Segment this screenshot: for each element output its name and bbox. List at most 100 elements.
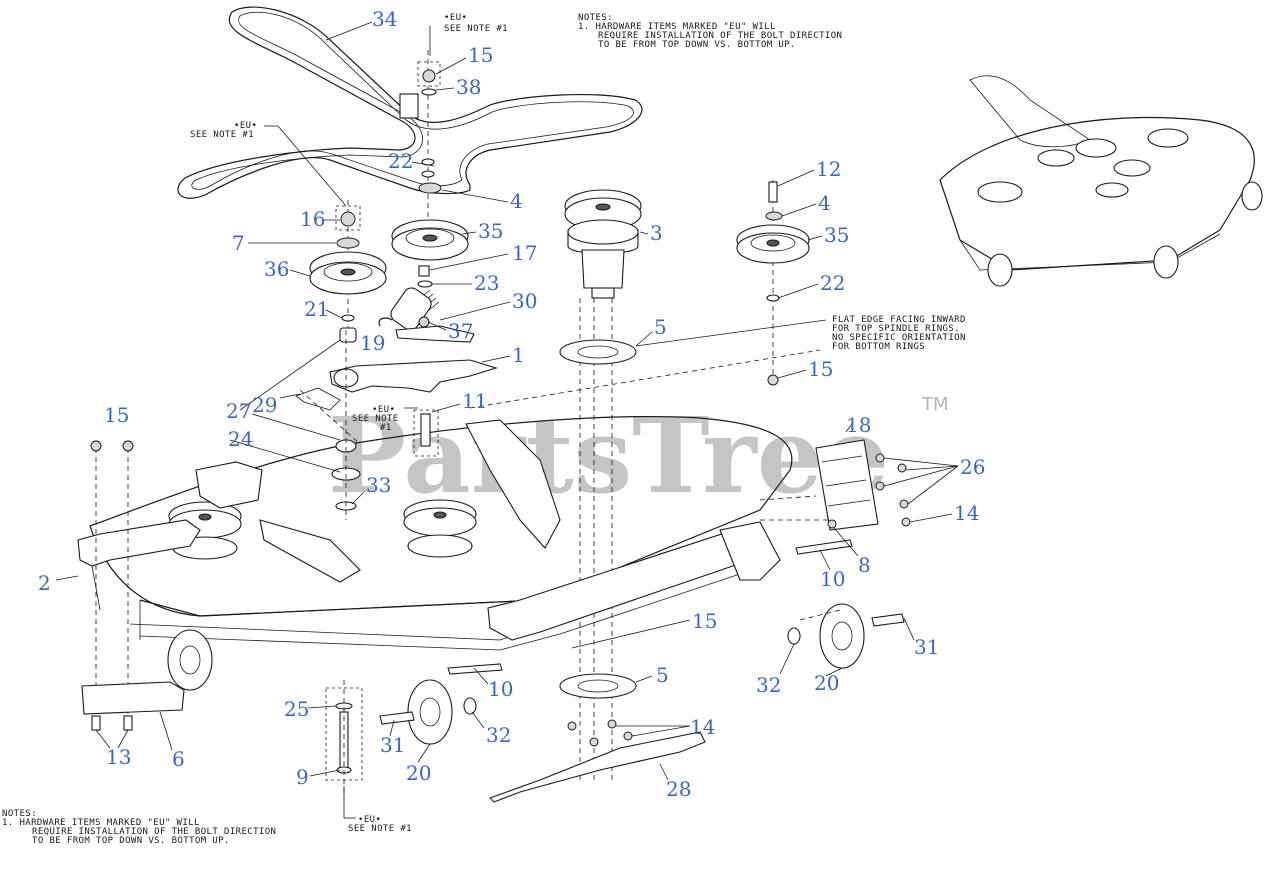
callout-28: 28	[666, 777, 691, 801]
idler-pulley-35-right	[736, 224, 810, 264]
callout-35: 35	[478, 219, 503, 243]
idler-pulley-36	[309, 251, 387, 295]
callout-33: 33	[366, 473, 391, 497]
gauge-wheel-20-bottom	[407, 679, 453, 745]
svg-text:SEE NOTE: SEE NOTE	[352, 414, 399, 424]
axle-bolt-10-right	[795, 539, 853, 555]
eu-marker-middle: •EU• SEE NOTE #1	[352, 405, 399, 433]
callout-1: 1	[512, 343, 525, 367]
svg-text:TO BE FROM TOP DOWN VS. BOTTOM: TO BE FROM TOP DOWN VS. BOTTOM UP.	[32, 836, 230, 846]
eu-marker-left: •EU• SEE NOTE #1	[190, 121, 257, 140]
eu-marker-bottom: •EU• SEE NOTE #1	[348, 815, 412, 834]
callout-14-right: 14	[954, 501, 979, 525]
watermark: PartsTree	[328, 394, 889, 517]
callout-34: 34	[372, 7, 397, 31]
drive-belt	[177, 6, 643, 199]
watermark-tm: TM	[921, 394, 949, 415]
callout-13: 13	[106, 745, 131, 769]
nut-15-left-a	[90, 440, 102, 452]
washer-23	[417, 280, 433, 288]
blade-28	[488, 731, 706, 803]
callout-26: 26	[960, 455, 985, 479]
deck-baffle-29	[259, 519, 361, 583]
spacer-32-bottom	[463, 697, 477, 715]
bolt-11	[420, 413, 431, 447]
callout-31-bottom: 31	[380, 733, 405, 757]
nut-14-right	[901, 517, 911, 527]
callout-4: 4	[510, 189, 523, 213]
callout-24: 24	[228, 427, 253, 451]
nut-16	[340, 211, 356, 227]
notes-bottom: NOTES: 1. HARDWARE ITEMS MARKED "EU" WIL…	[2, 809, 276, 846]
callout-15: 15	[468, 43, 493, 67]
front-bracket-2	[77, 519, 201, 567]
rear-bracket	[719, 521, 781, 581]
bolt-14-a	[567, 721, 577, 731]
svg-text:SEE NOTE #1: SEE NOTE #1	[444, 24, 508, 34]
axle-31-bottom	[379, 711, 415, 725]
spindle-assembly-3	[564, 189, 642, 299]
eu-marker-top: •EU• SEE NOTE #1	[444, 13, 508, 34]
deck-bracket-left	[195, 461, 263, 509]
svg-text:REQUIRE INSTALLATION OF THE BO: REQUIRE INSTALLATION OF THE BOLT DIRECTI…	[598, 31, 842, 41]
svg-text:#1: #1	[380, 423, 392, 433]
callout-11: 11	[462, 389, 487, 413]
callout-15-left: 15	[104, 403, 129, 427]
bolt-26-b	[897, 463, 907, 473]
leader-lines	[55, 21, 959, 819]
svg-text:•EU•: •EU•	[234, 121, 257, 131]
spindle-ring-5-bottom	[559, 673, 637, 699]
nut-15-right	[767, 374, 779, 386]
callout-5-bottom: 5	[656, 663, 669, 687]
callout-17: 17	[512, 241, 537, 265]
spacer-32-right	[787, 627, 801, 645]
bolt-14-c	[589, 737, 599, 747]
callout-4-right: 4	[818, 191, 831, 215]
svg-text:NOTES:: NOTES:	[578, 13, 613, 23]
flange-nut-15-top	[422, 69, 436, 83]
callout-31-right: 31	[914, 635, 939, 659]
idler-bracket-38	[399, 93, 419, 119]
svg-text:TO BE FROM TOP DOWN VS. BOTTOM: TO BE FROM TOP DOWN VS. BOTTOM UP.	[598, 40, 796, 50]
svg-text:•EU•: •EU•	[444, 13, 467, 23]
deck-spindle-center	[403, 499, 477, 558]
callout-8: 8	[858, 553, 871, 577]
bolt-26-d	[899, 499, 909, 509]
notes-top: NOTES: 1. HARDWARE ITEMS MARKED "EU" WIL…	[578, 13, 842, 50]
spindle-ring-5-top	[559, 339, 637, 365]
callout-32-bottom: 32	[486, 723, 511, 747]
bushing-8	[827, 519, 837, 529]
bolt-26-a	[875, 453, 885, 463]
callout-25: 25	[284, 697, 309, 721]
washer-21	[341, 314, 355, 322]
svg-text:1. HARDWARE ITEMS MARKED "EU": 1. HARDWARE ITEMS MARKED "EU" WILL	[2, 818, 200, 828]
axle-31-right	[871, 613, 905, 627]
callout-10-bottom: 10	[488, 677, 513, 701]
svg-text:REQUIRE INSTALLATION OF THE BO: REQUIRE INSTALLATION OF THE BOLT DIRECTI…	[32, 827, 276, 837]
idler-arm-1	[329, 359, 498, 393]
callout-5-top: 5	[654, 315, 667, 339]
callout-12: 12	[816, 157, 841, 181]
bolt-14-d	[623, 731, 633, 741]
svg-text:SEE NOTE #1: SEE NOTE #1	[190, 130, 254, 140]
flat-edge-note: FLAT EDGE FACING INWARD FOR TOP SPINDLE …	[832, 315, 966, 352]
washer-22-right	[766, 294, 780, 302]
callout-23: 23	[474, 271, 499, 295]
svg-text:NO SPECIFIC ORIENTATION: NO SPECIFIC ORIENTATION	[832, 333, 966, 343]
svg-text:1. HARDWARE ITEMS MARKED "EU": 1. HARDWARE ITEMS MARKED "EU" WILL	[578, 22, 776, 32]
callout-27: 27	[226, 399, 251, 423]
callout-38: 38	[456, 75, 481, 99]
callout-19: 19	[360, 331, 385, 355]
bolt-13-b	[123, 715, 133, 731]
callout-37: 37	[448, 319, 473, 343]
bracket-6	[81, 681, 185, 715]
idler-spring-23	[378, 287, 440, 331]
callout-20-bottom: 20	[406, 761, 431, 785]
bolt-14-b	[607, 719, 617, 729]
callout-29: 29	[252, 393, 277, 417]
nut-17	[418, 265, 430, 277]
spacer-27-top	[339, 327, 357, 343]
svg-text:FOR TOP SPINDLE RINGS.: FOR TOP SPINDLE RINGS.	[832, 324, 960, 334]
bushing-4	[418, 182, 442, 194]
